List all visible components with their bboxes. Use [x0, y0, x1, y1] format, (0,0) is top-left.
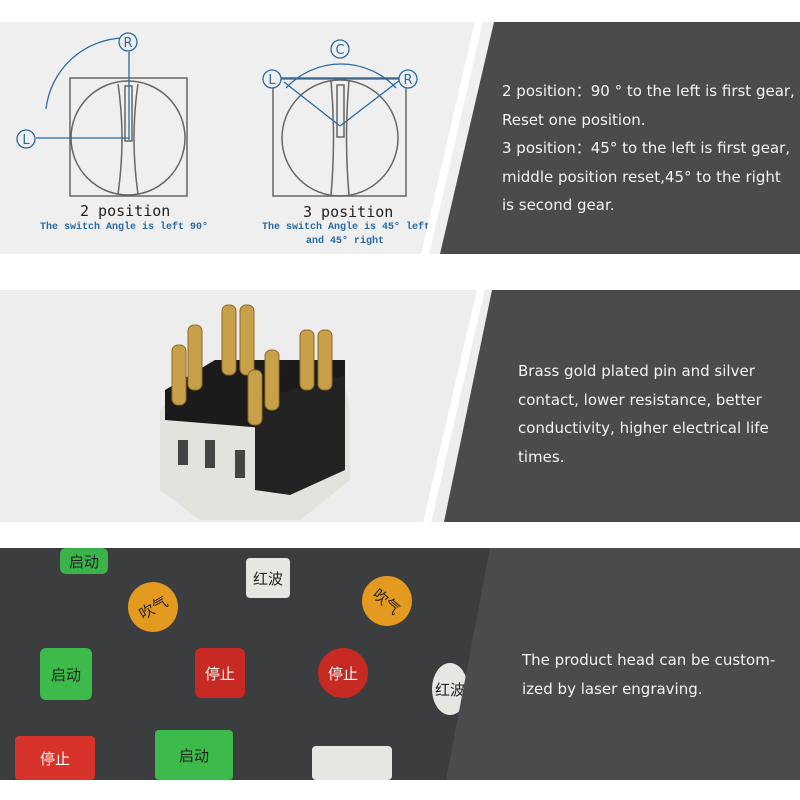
text-line: 3 position：45° to the left is first gear… [502, 139, 791, 157]
switch-angle-diagram: R L C L R [16, 32, 418, 197]
label-l: L [268, 73, 276, 88]
button-cap: 启动 [60, 548, 108, 574]
label-r: R [123, 36, 132, 51]
label-r: R [403, 73, 412, 88]
button-cap: 停止 [318, 648, 368, 698]
description-panel [446, 548, 800, 780]
label-c: C [335, 43, 344, 58]
button-cap: 吹气 [118, 572, 188, 642]
description-text: 2 position：90 ° to the left is first gea… [502, 77, 800, 220]
button-cap [312, 746, 392, 780]
diagram-caption-2pos: The switch Angle is left 90° [40, 222, 209, 233]
switch-angle-panel: R L C L R 2 position The switch Angle is… [0, 22, 800, 254]
text-line: times. [518, 447, 565, 466]
button-cap: 红波 [246, 558, 290, 598]
text-line: The product head can be custom- [522, 651, 776, 669]
switch-pins-photo [160, 304, 350, 520]
description-panel [444, 290, 800, 522]
text-line: conductivity, higher electrical life [518, 419, 769, 437]
diagram-caption-3pos: The switch Angle is 45° left [262, 222, 431, 233]
text-line: Brass gold plated pin and silver [518, 362, 755, 380]
button-cap: 停止 [195, 648, 245, 698]
description-text: The product head can be custom- ized by … [522, 646, 800, 703]
diagram-caption-3pos-2: and 45° right [306, 236, 385, 247]
button-cap: 启动 [155, 730, 233, 780]
custom-head-panel: 启动 吹气 红波 吹气 启动 停止 停止 红波 停止 启动 The produc… [0, 548, 800, 780]
button-cap: 停止 [15, 736, 95, 780]
diagram-title-3pos: 3 position [303, 203, 394, 221]
text-line: contact, lower resistance, better [518, 390, 762, 409]
label-l: L [22, 133, 30, 148]
text-line: ized by laser engraving. [522, 679, 703, 698]
diagram-title-2pos: 2 position [80, 202, 171, 220]
text-line: is second gear. [502, 196, 615, 214]
button-cap: 吹气 [351, 565, 423, 637]
description-text: Brass gold plated pin and silver contact… [518, 357, 798, 471]
description-panel [440, 22, 800, 254]
text-line: middle position reset,45° to the right [502, 167, 781, 186]
text-line: 2 position：90 ° to the left is first gea… [502, 82, 795, 100]
button-cap: 启动 [40, 648, 92, 700]
text-line: Reset one position. [502, 110, 646, 129]
pin-contact-panel: Brass gold plated pin and silver contact… [0, 290, 800, 522]
